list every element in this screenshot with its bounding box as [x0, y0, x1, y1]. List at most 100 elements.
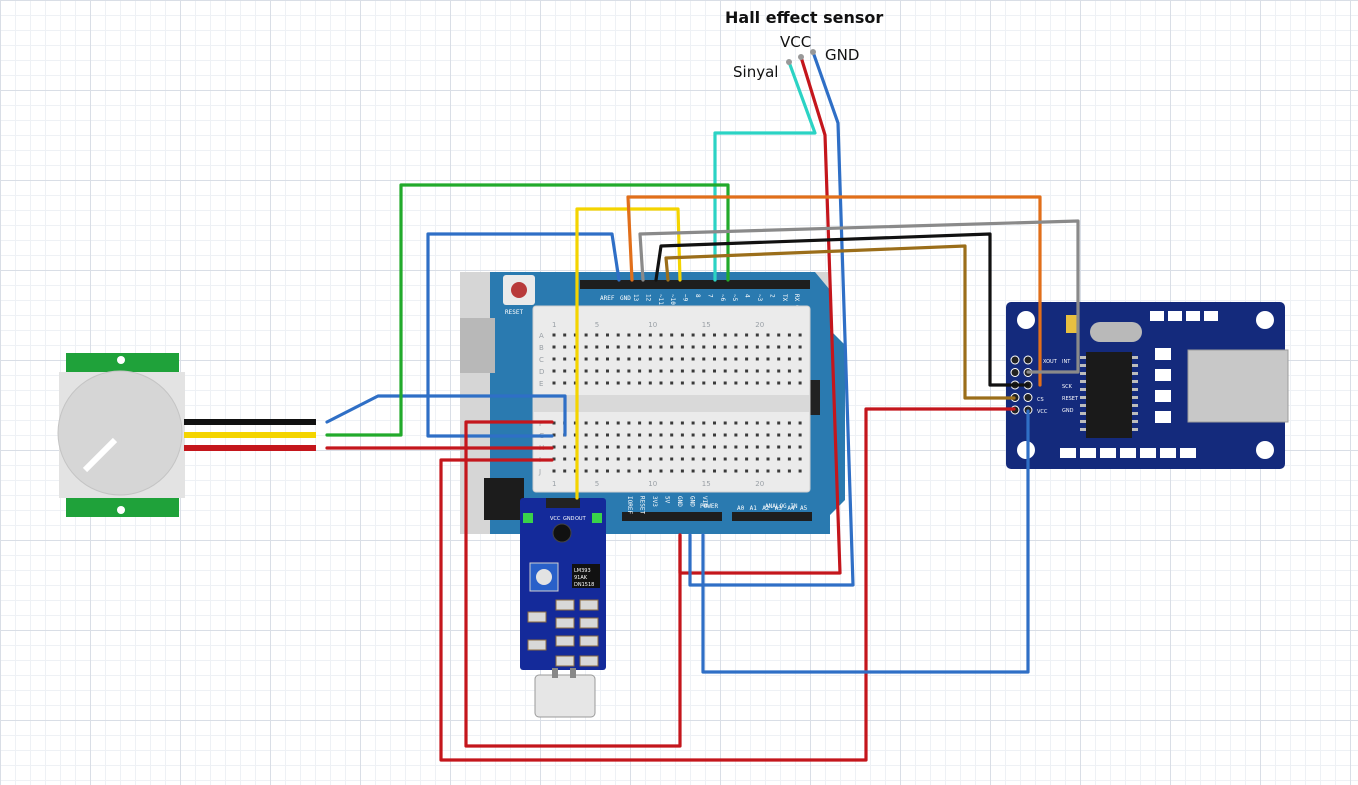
- breadboard-hole[interactable]: [616, 421, 620, 425]
- breadboard-hole[interactable]: [798, 433, 802, 437]
- eth-header-pin[interactable]: [1010, 368, 1020, 377]
- breadboard-hole[interactable]: [766, 457, 770, 461]
- breadboard-hole[interactable]: [766, 421, 770, 425]
- breadboard-hole[interactable]: [552, 469, 556, 473]
- breadboard-hole[interactable]: [766, 345, 770, 349]
- breadboard-hole[interactable]: [670, 421, 674, 425]
- breadboard-hole[interactable]: [670, 381, 674, 385]
- breadboard-hole[interactable]: [734, 357, 738, 361]
- breadboard-hole[interactable]: [766, 433, 770, 437]
- breadboard-hole[interactable]: [734, 445, 738, 449]
- breadboard-hole[interactable]: [713, 381, 716, 385]
- breadboard-hole[interactable]: [713, 369, 716, 373]
- breadboard-hole[interactable]: [745, 381, 749, 385]
- breadboard-hole[interactable]: [734, 345, 738, 349]
- breadboard-hole[interactable]: [745, 357, 749, 361]
- breadboard-hole[interactable]: [627, 457, 631, 461]
- breadboard-hole[interactable]: [702, 469, 706, 473]
- breadboard-hole[interactable]: [627, 357, 631, 361]
- breadboard-hole[interactable]: [745, 457, 749, 461]
- breadboard-hole[interactable]: [584, 381, 588, 385]
- breadboard-hole[interactable]: [563, 357, 567, 361]
- breadboard-hole[interactable]: [648, 381, 652, 385]
- breadboard-hole[interactable]: [670, 457, 674, 461]
- breadboard-hole[interactable]: [563, 381, 567, 385]
- rj45-jack[interactable]: [1187, 349, 1289, 423]
- breadboard-hole[interactable]: [659, 445, 663, 449]
- breadboard-hole[interactable]: [563, 445, 567, 449]
- breadboard-hole[interactable]: [723, 381, 727, 385]
- breadboard-hole[interactable]: [680, 469, 684, 473]
- eth-header-pin[interactable]: [1023, 393, 1033, 402]
- breadboard-hole[interactable]: [659, 345, 663, 349]
- breadboard-hole[interactable]: [691, 421, 695, 425]
- breadboard-hole[interactable]: [584, 445, 588, 449]
- breadboard-hole[interactable]: [755, 457, 759, 461]
- breadboard-hole[interactable]: [648, 457, 652, 461]
- breadboard-hole[interactable]: [713, 333, 716, 337]
- breadboard-hole[interactable]: [745, 421, 749, 425]
- breadboard-hole[interactable]: [798, 421, 802, 425]
- breadboard-hole[interactable]: [659, 469, 663, 473]
- eth-header-pin[interactable]: [1023, 355, 1033, 365]
- breadboard-hole[interactable]: [798, 381, 802, 385]
- breadboard-hole[interactable]: [552, 381, 556, 385]
- breadboard-hole[interactable]: [616, 469, 620, 473]
- breadboard-hole[interactable]: [627, 433, 631, 437]
- breadboard-hole[interactable]: [595, 369, 599, 373]
- breadboard-hole[interactable]: [638, 445, 642, 449]
- breadboard-hole[interactable]: [691, 433, 695, 437]
- breadboard-hole[interactable]: [670, 469, 674, 473]
- breadboard-hole[interactable]: [723, 357, 727, 361]
- breadboard-hole[interactable]: [766, 445, 770, 449]
- breadboard-hole[interactable]: [734, 381, 738, 385]
- breadboard-hole[interactable]: [723, 469, 727, 473]
- breadboard-hole[interactable]: [691, 369, 695, 373]
- breadboard-hole[interactable]: [798, 345, 802, 349]
- breadboard-hole[interactable]: [680, 333, 684, 337]
- breadboard-hole[interactable]: [606, 445, 609, 449]
- breadboard-hole[interactable]: [680, 345, 684, 349]
- breadboard-hole[interactable]: [723, 457, 727, 461]
- breadboard-hole[interactable]: [755, 433, 759, 437]
- breadboard-hole[interactable]: [702, 421, 706, 425]
- breadboard-hole[interactable]: [766, 381, 770, 385]
- breadboard-hole[interactable]: [670, 445, 674, 449]
- breadboard-hole[interactable]: [680, 421, 684, 425]
- breadboard-hole[interactable]: [680, 433, 684, 437]
- breadboard-hole[interactable]: [766, 357, 770, 361]
- breadboard-hole[interactable]: [638, 469, 642, 473]
- breadboard-hole[interactable]: [659, 357, 663, 361]
- breadboard-hole[interactable]: [734, 457, 738, 461]
- breadboard-hole[interactable]: [563, 469, 567, 473]
- breadboard-hole[interactable]: [702, 333, 706, 337]
- breadboard-hole[interactable]: [606, 457, 609, 461]
- breadboard-hole[interactable]: [787, 457, 791, 461]
- breadboard-hole[interactable]: [787, 421, 791, 425]
- breadboard-hole[interactable]: [787, 345, 791, 349]
- breadboard-hole[interactable]: [798, 469, 802, 473]
- breadboard-hole[interactable]: [713, 345, 716, 349]
- breadboard-hole[interactable]: [627, 381, 631, 385]
- breadboard-hole[interactable]: [745, 333, 749, 337]
- breadboard-hole[interactable]: [755, 345, 759, 349]
- breadboard-hole[interactable]: [702, 445, 706, 449]
- breadboard-hole[interactable]: [648, 345, 652, 349]
- breadboard-hole[interactable]: [755, 333, 759, 337]
- breadboard-hole[interactable]: [584, 469, 588, 473]
- breadboard-hole[interactable]: [798, 357, 802, 361]
- breadboard-hole[interactable]: [798, 369, 802, 373]
- breadboard-hole[interactable]: [595, 433, 599, 437]
- breadboard-hole[interactable]: [584, 369, 588, 373]
- breadboard-hole[interactable]: [787, 381, 791, 385]
- breadboard-hole[interactable]: [616, 433, 620, 437]
- breadboard-hole[interactable]: [552, 433, 556, 437]
- breadboard-hole[interactable]: [777, 357, 781, 361]
- breadboard-hole[interactable]: [595, 421, 599, 425]
- breadboard-hole[interactable]: [606, 345, 609, 349]
- breadboard-hole[interactable]: [648, 333, 652, 337]
- breadboard-hole[interactable]: [595, 445, 599, 449]
- breadboard-hole[interactable]: [745, 369, 749, 373]
- breadboard-hole[interactable]: [595, 357, 599, 361]
- breadboard-hole[interactable]: [702, 369, 706, 373]
